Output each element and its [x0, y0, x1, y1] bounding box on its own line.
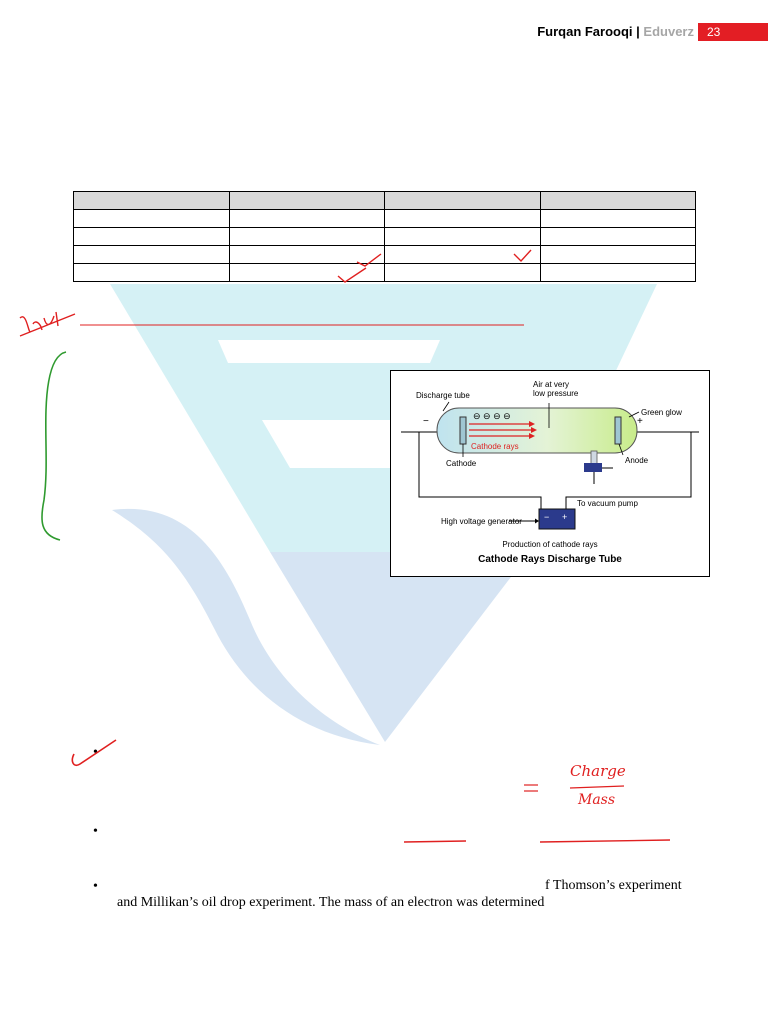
high-voltage-generator: [538, 508, 576, 530]
imp-annotation: [19, 311, 76, 337]
handwritten-mass: Mass: [578, 792, 616, 808]
label-air-low-pressure-line1: Air at very: [533, 380, 570, 389]
red-underline: [539, 839, 671, 843]
page-number-badge: 23: [698, 23, 768, 41]
bullet-point: •: [93, 879, 98, 894]
handwritten-charge: Charge: [570, 762, 626, 780]
label-anode: Anode: [625, 456, 649, 465]
header-brand: Eduverz: [643, 24, 694, 39]
generator-plus: +: [562, 512, 568, 522]
table-header-row: [73, 191, 696, 210]
arrowhead: [535, 518, 539, 524]
comparison-table: [73, 191, 696, 282]
cathode-circuit-wire: [418, 432, 542, 509]
watermark-cutout-mid: [262, 420, 392, 468]
bullet-point: •: [93, 745, 98, 760]
fraction-bar: [569, 785, 625, 789]
tick-mark: [337, 267, 367, 283]
figure-caption: Cathode Rays Discharge Tube: [478, 554, 622, 565]
label-plus-terminal: +: [637, 416, 643, 427]
paragraph-line-1: f Thomson’s experiment: [545, 878, 682, 893]
header-separator: |: [632, 24, 644, 39]
page-header: Furqan Farooqi | Eduverz: [537, 24, 694, 39]
cathode-ray-tube-figure: Discharge tube Air at very low pressure …: [390, 370, 710, 577]
label-air-low-pressure-line2: low pressure: [533, 389, 579, 398]
leader-line: [442, 401, 450, 412]
label-high-voltage-generator: High voltage generator: [441, 517, 522, 526]
label-minus-terminal: −: [423, 416, 429, 427]
glass-tube: [436, 407, 638, 454]
arrowhead: [529, 421, 535, 427]
label-discharge-tube: Discharge tube: [416, 391, 470, 400]
watermark-cutout-top: [218, 340, 440, 363]
leader-line: [618, 443, 624, 456]
vacuum-pump-valve: [584, 463, 602, 472]
tick-mark: [513, 249, 532, 263]
discharge-tube-diagram: [401, 401, 699, 530]
anode-plate: [614, 416, 622, 445]
label-green-glow: Green glow: [641, 408, 682, 417]
table-cell: [539, 263, 696, 282]
label-vacuum-pump: To vacuum pump: [577, 499, 638, 508]
green-bracket: [41, 351, 67, 541]
arrowhead: [531, 427, 537, 433]
bullet-point: •: [93, 824, 98, 839]
label-cathode: Cathode: [446, 459, 477, 468]
table-row: [73, 209, 696, 228]
label-cathode-rays: Cathode rays: [471, 442, 519, 451]
table-cell: [228, 191, 385, 210]
tick-mark: [356, 253, 382, 267]
arrowhead: [529, 433, 535, 439]
table-row: [73, 263, 696, 282]
watermark-swoosh: [112, 508, 380, 745]
watermark-lower-triangle: [270, 552, 530, 742]
table-cell: [384, 191, 541, 210]
figure-subcaption: Production of cathode rays: [502, 540, 598, 549]
leader-line: [628, 411, 640, 418]
anode-circuit-wire: [565, 432, 692, 509]
red-underline: [403, 840, 467, 843]
electron-symbols: ⊖ ⊖ ⊖ ⊖: [473, 411, 511, 421]
table-cell: [73, 191, 230, 210]
generator-minus: −: [544, 512, 550, 522]
table-row: [73, 227, 696, 246]
header-author: Furqan Farooqi: [537, 24, 633, 39]
paragraph-line-2: and Millikan’s oil drop experiment. The …: [117, 895, 545, 910]
tick-mark: [71, 739, 117, 767]
